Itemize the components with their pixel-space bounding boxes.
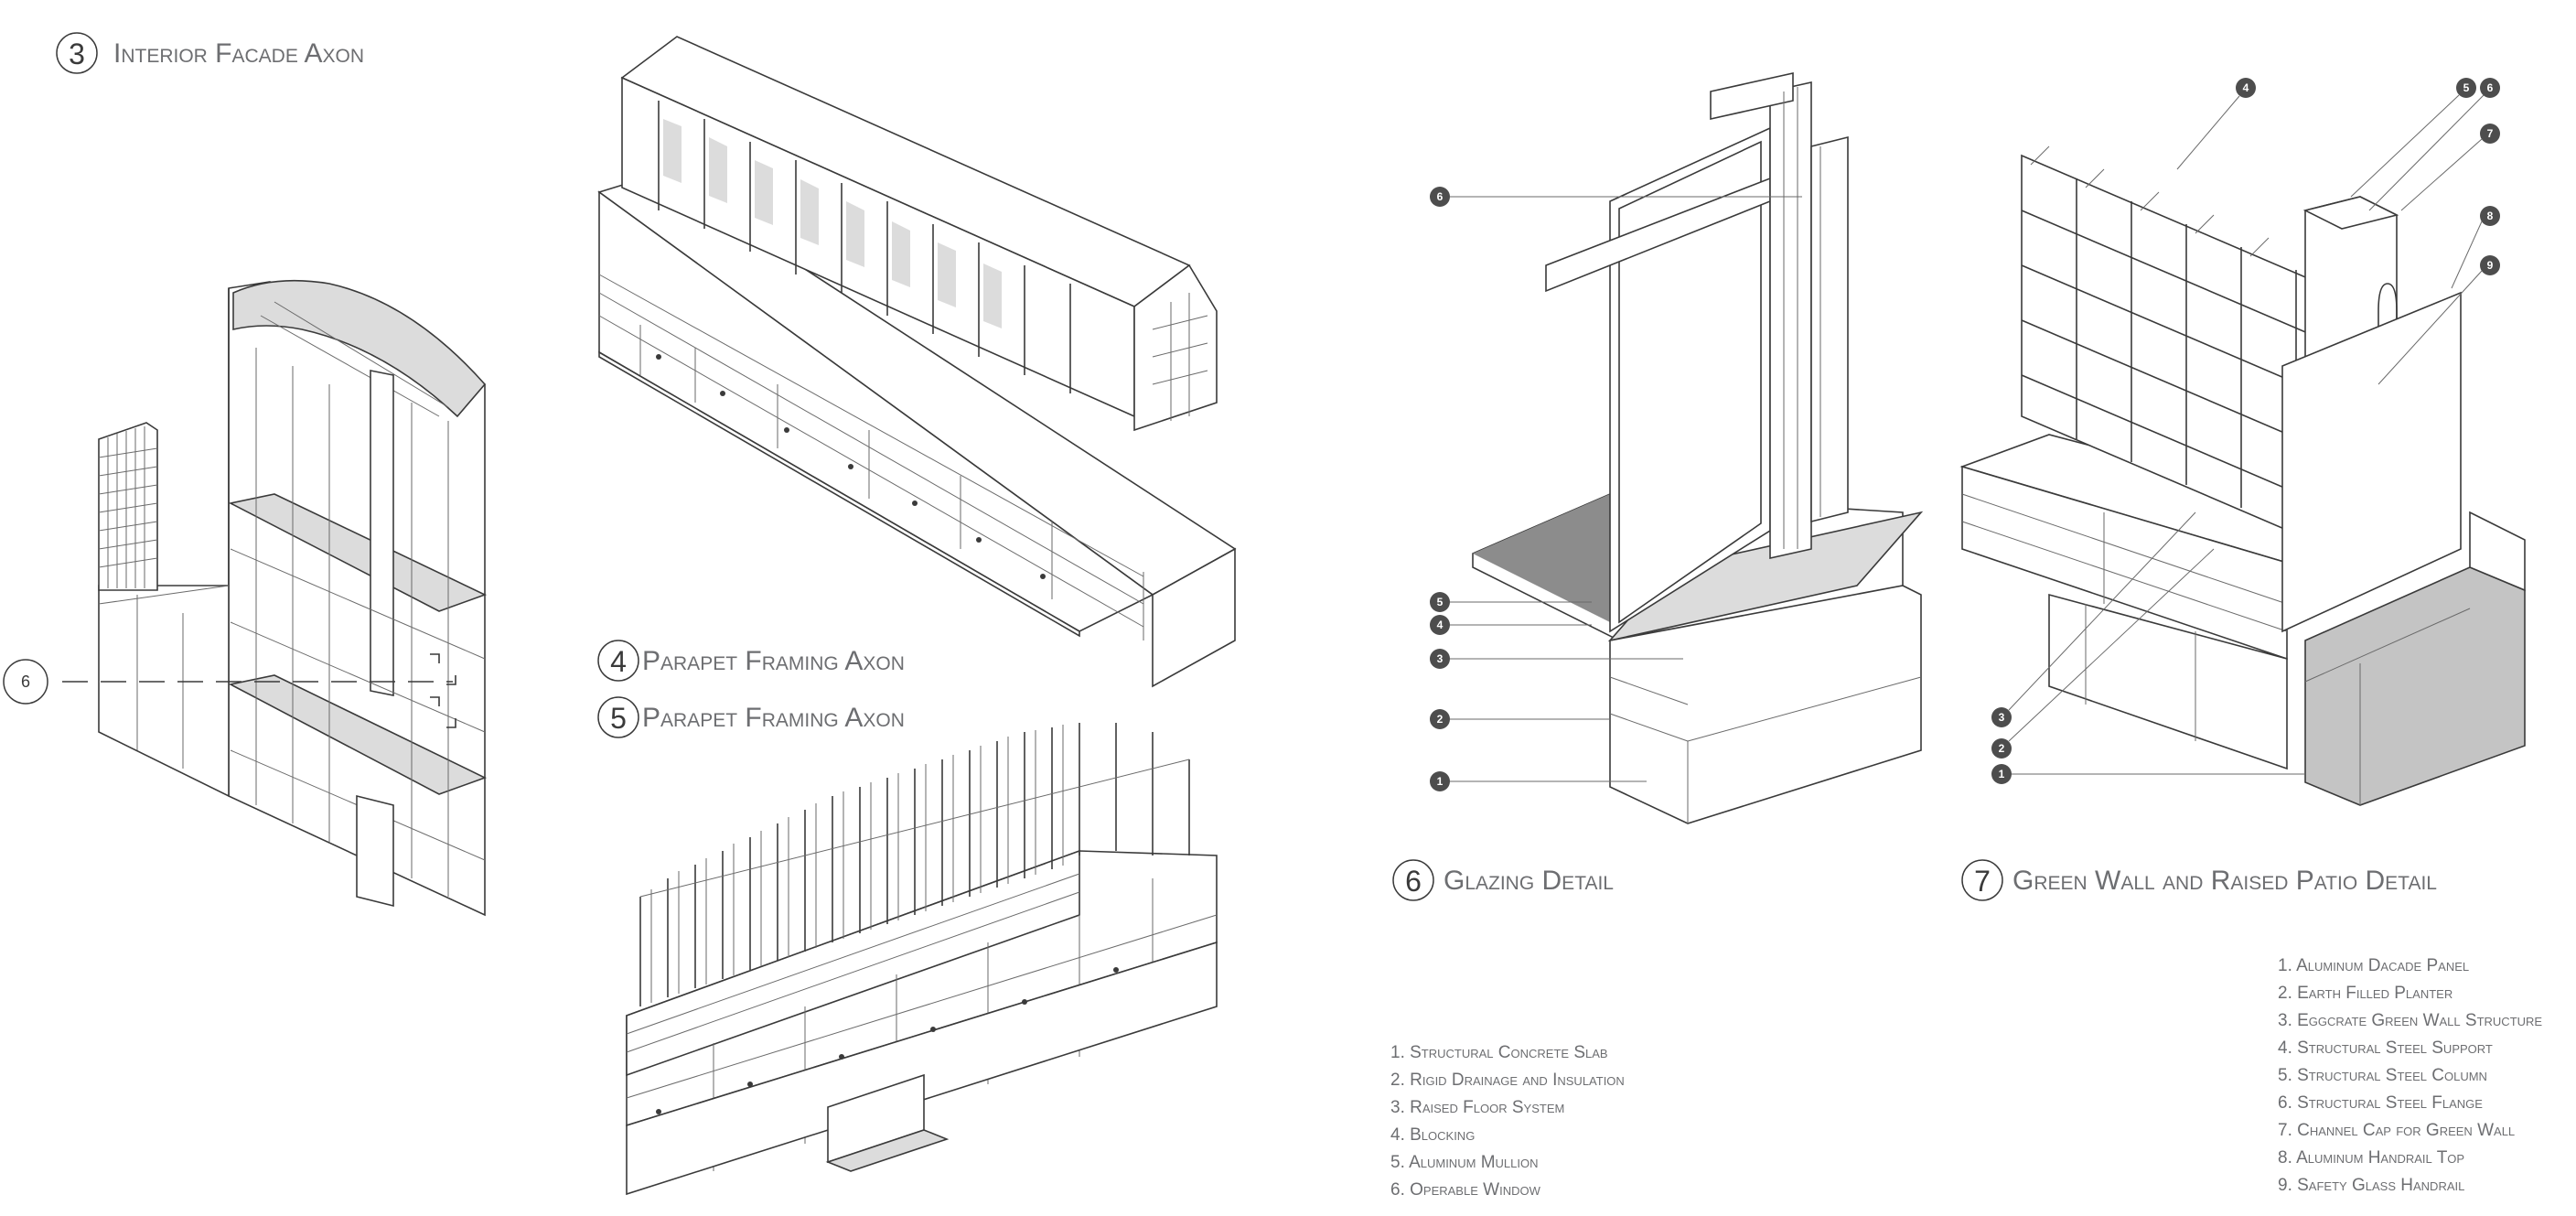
- svg-text:5: 5: [1437, 596, 1444, 608]
- callout-marker: 3: [1991, 511, 2196, 727]
- parapet-framing-axon-bottom-drawing: [626, 723, 1218, 1196]
- legend-item: 4. Structural Steel Support: [2278, 1038, 2493, 1058]
- legend-item: 9. Safety Glass Handrail: [2278, 1176, 2464, 1195]
- title-text: Parapet Framing Axon: [642, 703, 905, 733]
- interior-facade-axon-drawing: [98, 279, 488, 917]
- glazing-detail-callouts: 6 5 4 3 2 1: [1430, 187, 1802, 791]
- parapet-framing-axon-top-drawing: [597, 36, 1237, 688]
- legend-item: 2. Rigid Drainage and Insulation: [1390, 1071, 1625, 1090]
- svg-text:6: 6: [1437, 190, 1444, 203]
- title-number: 7: [1974, 865, 1991, 898]
- legend-item: 3. Eggcrate Green Wall Structure: [2278, 1011, 2542, 1030]
- legend-item: 7. Channel Cap for Green Wall: [2278, 1121, 2515, 1140]
- callout-marker: 2: [1430, 709, 1610, 729]
- svg-text:8: 8: [2487, 210, 2494, 222]
- interior-facade-axon-title: 3 Interior Facade Axon: [56, 32, 364, 74]
- legend-item: 1. Structural Concrete Slab: [1390, 1043, 1608, 1062]
- legend-item: 2. Earth Filled Planter: [2278, 984, 2453, 1003]
- title-text: Glazing Detail: [1444, 866, 1614, 896]
- svg-text:7: 7: [2487, 127, 2494, 140]
- callout-marker: 6: [2368, 78, 2500, 211]
- svg-text:3: 3: [1437, 652, 1444, 665]
- title-number: 6: [1405, 865, 1422, 898]
- callout-marker: 4: [1430, 615, 1592, 635]
- legend-item: 5. Aluminum Mullion: [1390, 1153, 1538, 1172]
- title-text: Interior Facade Axon: [113, 38, 364, 69]
- legend-item: 6. Structural Steel Flange: [2278, 1093, 2483, 1113]
- legend-item: 5. Structural Steel Column: [2278, 1066, 2487, 1085]
- svg-text:6: 6: [2487, 81, 2494, 94]
- svg-text:2: 2: [1999, 742, 2005, 755]
- legend-item: 1. Aluminum Dacade Panel: [2278, 956, 2469, 975]
- svg-text:4: 4: [1437, 619, 1444, 631]
- callout-marker: 3: [1430, 649, 1683, 669]
- svg-text:5: 5: [2463, 81, 2470, 94]
- svg-text:4: 4: [2243, 81, 2249, 94]
- callout-marker: 6: [1430, 187, 1802, 207]
- glazing-detail-title: 6 Glazing Detail: [1392, 859, 1614, 901]
- title-number: 3: [69, 38, 85, 70]
- callout-marker: 2: [1991, 548, 2215, 759]
- legend-item: 3. Raised Floor System: [1390, 1098, 1564, 1117]
- svg-text:3: 3: [1999, 711, 2005, 724]
- green-wall-legend: 1. Aluminum Dacade Panel 2. Earth Filled…: [2278, 956, 2542, 1195]
- callout-marker: 5: [2350, 78, 2476, 198]
- title-text: Parapet Framing Axon: [642, 646, 905, 676]
- green-wall-detail-callouts: 4 5 6 7 8 9 3: [1991, 78, 2500, 784]
- section-tag-number: 6: [21, 673, 30, 691]
- title-number: 4: [610, 645, 627, 678]
- green-wall-detail-title: 7 Green Wall and Raised Patio Detail: [1961, 859, 2437, 901]
- callout-marker: 1: [1991, 764, 2305, 784]
- legend-item: 4. Blocking: [1390, 1125, 1475, 1145]
- legend-item: 6. Operable Window: [1390, 1180, 1541, 1200]
- callout-marker: 4: [2176, 78, 2256, 170]
- parapet-framing-axon-top-title: 4 Parapet Framing Axon: [597, 640, 905, 682]
- callout-marker: 8: [2451, 206, 2500, 289]
- parapet-framing-axon-bottom-title: 5 Parapet Framing Axon: [597, 696, 905, 738]
- title-text: Green Wall and Raised Patio Detail: [2012, 866, 2437, 896]
- callout-marker: 5: [1430, 592, 1592, 612]
- title-number: 5: [610, 702, 627, 735]
- legend-item: 8. Aluminum Handrail Top: [2278, 1148, 2464, 1168]
- glazing-detail-drawing: [1472, 72, 1924, 824]
- svg-text:9: 9: [2487, 259, 2494, 272]
- green-wall-detail-drawing: [1959, 145, 2526, 806]
- glazing-legend: 1. Structural Concrete Slab 2. Rigid Dra…: [1390, 1043, 1625, 1200]
- callout-marker: 7: [2400, 124, 2500, 211]
- callout-marker: 9: [2377, 255, 2500, 385]
- callout-marker: 1: [1430, 771, 1647, 791]
- svg-text:1: 1: [1437, 775, 1444, 788]
- section-cut-marker: 6: [3, 659, 453, 705]
- svg-text:1: 1: [1999, 768, 2005, 780]
- svg-text:2: 2: [1437, 713, 1444, 726]
